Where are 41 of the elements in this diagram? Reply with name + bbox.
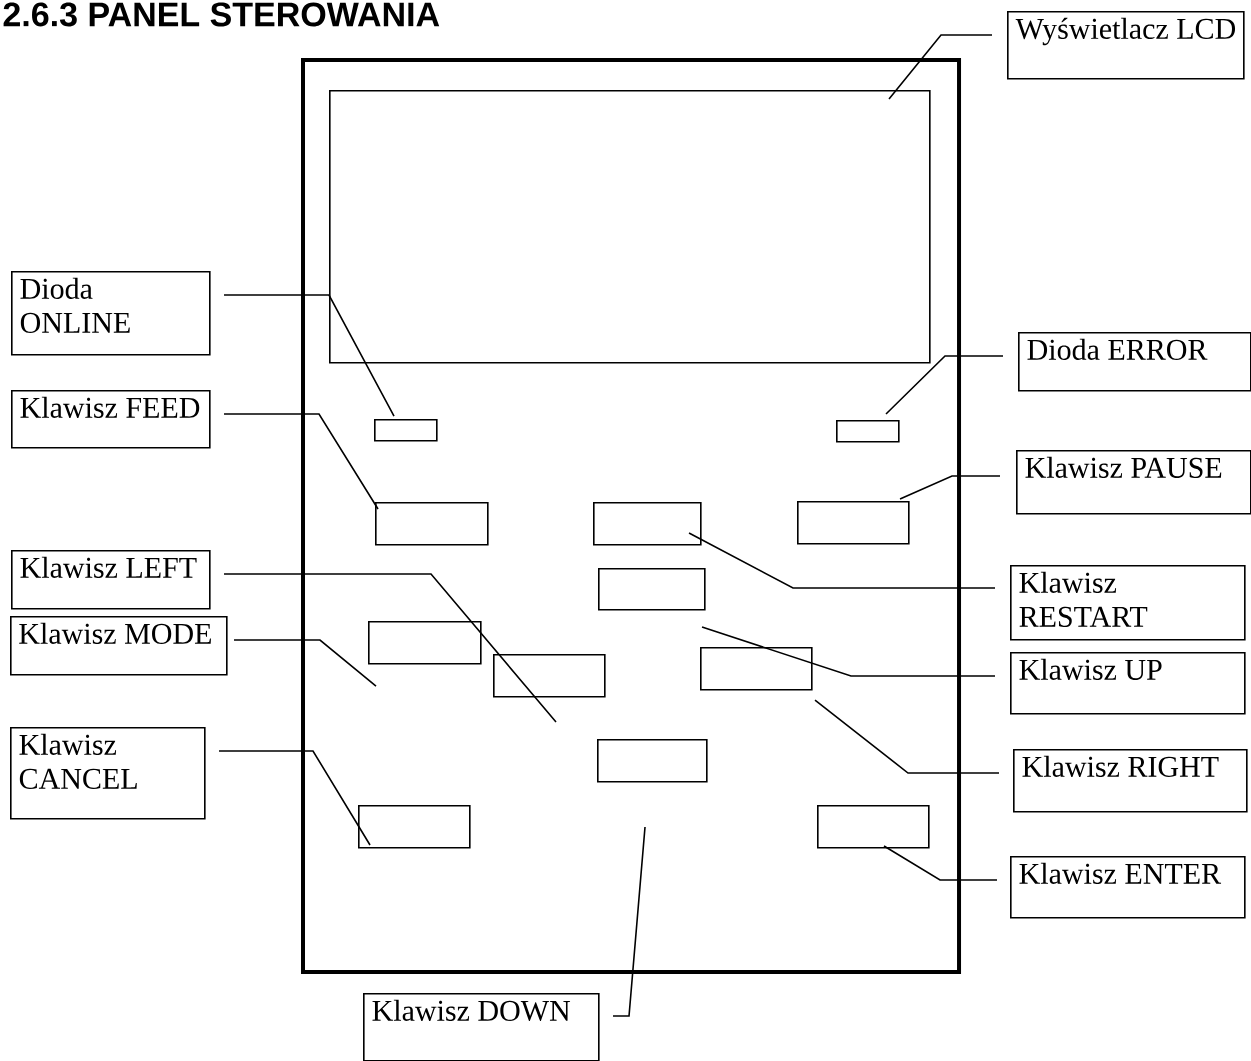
key-button [817,805,930,849]
label-box: Klawisz FEED [11,390,211,449]
leader-line [612,826,646,1017]
label-box: Dioda ERROR [1018,332,1251,392]
leader-line [223,573,557,723]
label-box: Klawisz ENTER [1010,856,1246,919]
leader-line [885,355,1004,415]
control-panel [301,58,962,975]
key-button [598,568,706,611]
led-indicator [836,420,900,443]
label-box: Dioda ONLINE [11,271,211,356]
led-indicator [374,419,438,442]
key-button [368,621,482,665]
label-box: Klawisz DOWN [363,993,600,1061]
leader-line [218,750,371,846]
leader-line [233,639,377,687]
label-box: Klawisz UP [1010,652,1246,715]
key-button [597,739,708,783]
key-button [797,501,910,545]
leader-line [888,34,993,100]
heading: 2.6.3 PANEL STEROWANIA [3,2,440,27]
label-box: Klawisz RESTART [1010,565,1246,641]
leader-line [223,413,379,510]
leader-line [223,294,395,417]
label-box: Klawisz RIGHT [1013,749,1248,813]
key-button [593,502,702,546]
lcd-screen [329,90,931,364]
leader-line [814,699,1000,774]
leader-line [883,845,998,881]
key-button [358,805,471,849]
label-box: Klawisz MODE [10,616,228,676]
leader-line [688,532,996,589]
label-box: Klawisz LEFT [11,550,211,610]
leader-line [701,626,996,677]
key-button [700,647,813,691]
label-box: Klawisz PAUSE [1016,450,1251,515]
leader-line [899,475,1001,500]
key-button [375,502,489,546]
label-box: Wyświetlacz LCD [1007,11,1245,80]
label-box: Klawisz CANCEL [10,727,206,820]
key-button [493,654,606,698]
